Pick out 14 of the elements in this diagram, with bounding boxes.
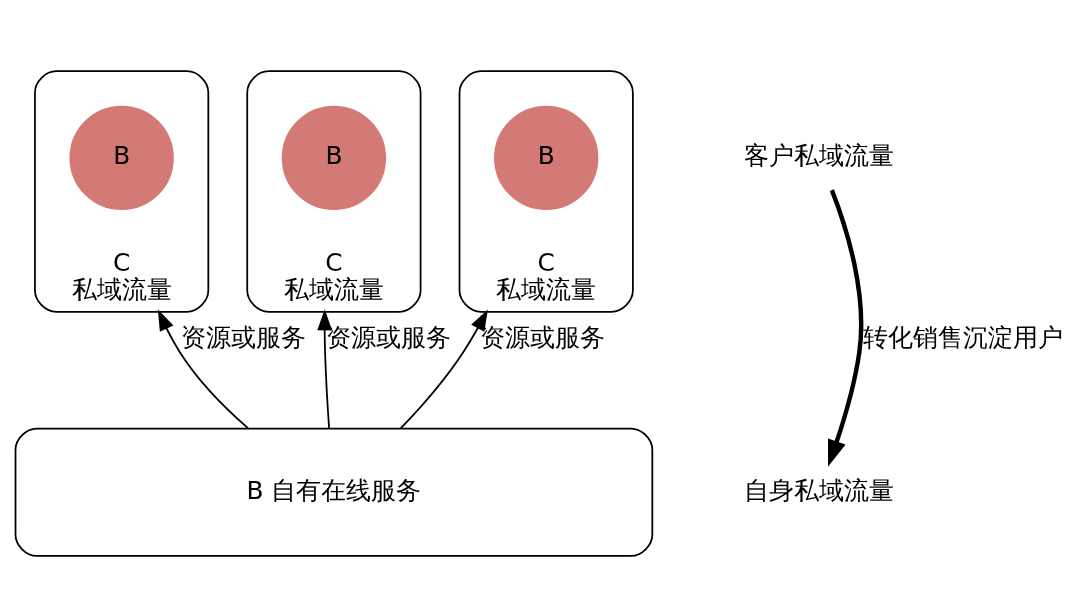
node-circle: B xyxy=(69,105,174,211)
arrow xyxy=(828,189,864,467)
node-text: 客户私域流量 xyxy=(743,142,894,170)
node-circle: B xyxy=(281,105,387,211)
edge-label: 资源或服务 xyxy=(480,322,606,352)
node-circle: B xyxy=(494,105,599,211)
node-text: 自身私域流量 xyxy=(743,476,894,504)
edge-label: 资源或服务 xyxy=(326,322,452,352)
edge-label: 资源或服务 xyxy=(181,322,307,352)
node-box: B 自有在线服务 xyxy=(14,427,654,557)
arrow xyxy=(157,309,249,429)
edge-label: 转化销售沉淀用户 xyxy=(862,322,1063,352)
arrow xyxy=(399,309,488,430)
arrow xyxy=(317,309,333,429)
